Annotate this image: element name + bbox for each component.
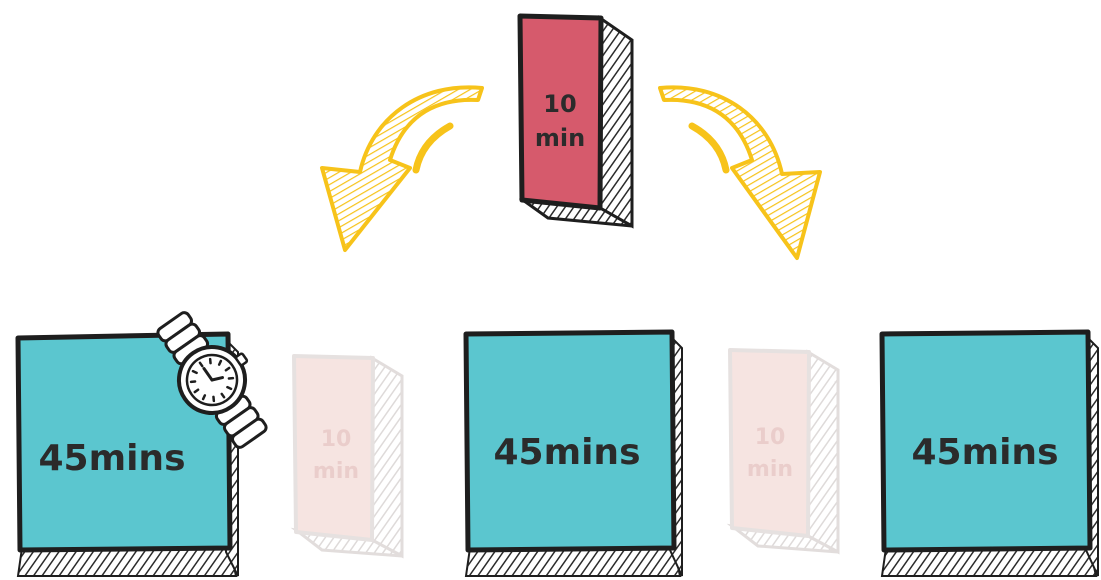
- top-break-number: 10: [543, 90, 576, 118]
- break-block-1: 10 min: [294, 356, 402, 556]
- left-curved-arrow-icon: [322, 87, 482, 250]
- right-curved-arrow-icon: [660, 87, 820, 258]
- work-block-3: 45mins: [882, 332, 1098, 576]
- top-break-unit: min: [535, 124, 585, 152]
- break-block-2: 10 min: [730, 350, 838, 552]
- break-block-1-number: 10: [321, 427, 352, 452]
- top-break-block: 10 min: [520, 16, 632, 226]
- break-block-1-unit: min: [313, 459, 359, 484]
- break-block-2-unit: min: [747, 457, 793, 482]
- work-block-2: 45mins: [466, 332, 682, 576]
- work-block-2-label: 45mins: [493, 432, 640, 473]
- work-block-3-label: 45mins: [911, 432, 1058, 473]
- break-block-2-number: 10: [755, 425, 786, 450]
- work-block-1-label: 45mins: [38, 438, 185, 479]
